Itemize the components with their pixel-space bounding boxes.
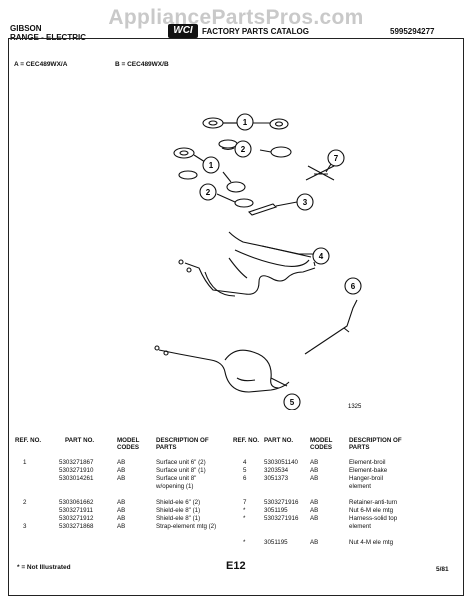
- svg-text:4: 4: [319, 252, 324, 261]
- shield-top: [218, 139, 292, 158]
- svg-text:1: 1: [243, 118, 248, 127]
- callout-1-top: 1: [236, 113, 254, 131]
- callout-3: 3: [296, 193, 314, 211]
- svg-text:5: 5: [290, 398, 295, 407]
- callout-1-middle: 1: [202, 156, 220, 174]
- callout-5: 5: [283, 393, 301, 410]
- watermark-text: AppliancePartsPros.com: [108, 6, 364, 29]
- page-number: E12: [226, 560, 246, 572]
- svg-text:2: 2: [241, 145, 246, 154]
- callout-2-top: 2: [234, 140, 252, 158]
- col-part-right: PART NO.: [264, 437, 294, 444]
- brand-line-2: RANGE - ELECTRIC: [10, 33, 86, 42]
- parts-table-right: 4 5303051140 AB Element-broil 5 3203534 …: [243, 459, 398, 546]
- callout-4: 4: [312, 247, 330, 265]
- brand-line-1: GIBSON: [10, 24, 42, 33]
- parts-table-left: 1 5303271867 AB Surface unit 6" (2) 5303…: [23, 459, 217, 530]
- callout-2-middle: 2: [199, 183, 217, 201]
- col-ref-right: REF. NO.: [233, 437, 260, 444]
- page-frame: [8, 38, 464, 596]
- svg-text:3: 3: [303, 198, 308, 207]
- col-part-left: PART NO.: [65, 437, 95, 444]
- bake-element: [154, 345, 290, 393]
- catalog-title: FACTORY PARTS CATALOG: [202, 27, 309, 36]
- col-codes-right: MODEL CODES: [310, 437, 333, 452]
- wci-logo: WCI: [168, 24, 198, 38]
- svg-text:2: 2: [206, 188, 211, 197]
- svg-text:7: 7: [334, 154, 339, 163]
- broil-element: [178, 231, 320, 297]
- hanger-broil-element: [304, 299, 358, 355]
- strap-element: [247, 201, 298, 216]
- parts-diagram: 1 2 1 2 3 7 4 6: [154, 113, 362, 410]
- col-desc-left: DESCRIPTION OF PARTS: [156, 437, 209, 452]
- svg-text:1: 1: [209, 161, 214, 170]
- svg-text:6: 6: [351, 282, 356, 291]
- shield-middle: [178, 170, 254, 208]
- model-a: A = CEC489WX/A: [14, 61, 68, 68]
- callout-6: 6: [344, 277, 362, 295]
- col-desc-right: DESCRIPTION OF PARTS: [349, 437, 402, 452]
- col-ref-left: REF. NO.: [15, 437, 42, 444]
- catalog-number: 5995294277: [390, 27, 435, 36]
- figure-number: 1325: [348, 404, 362, 410]
- col-codes-left: MODEL CODES: [117, 437, 140, 452]
- revision-date: 5/81: [436, 566, 449, 573]
- surface-unit-middle: [173, 147, 246, 193]
- callout-7: 7: [327, 149, 345, 167]
- model-b: B = CEC489WX/B: [115, 61, 169, 68]
- footnote: * = Not Illustrated: [17, 564, 71, 571]
- retainer-anti-turn: [305, 163, 335, 181]
